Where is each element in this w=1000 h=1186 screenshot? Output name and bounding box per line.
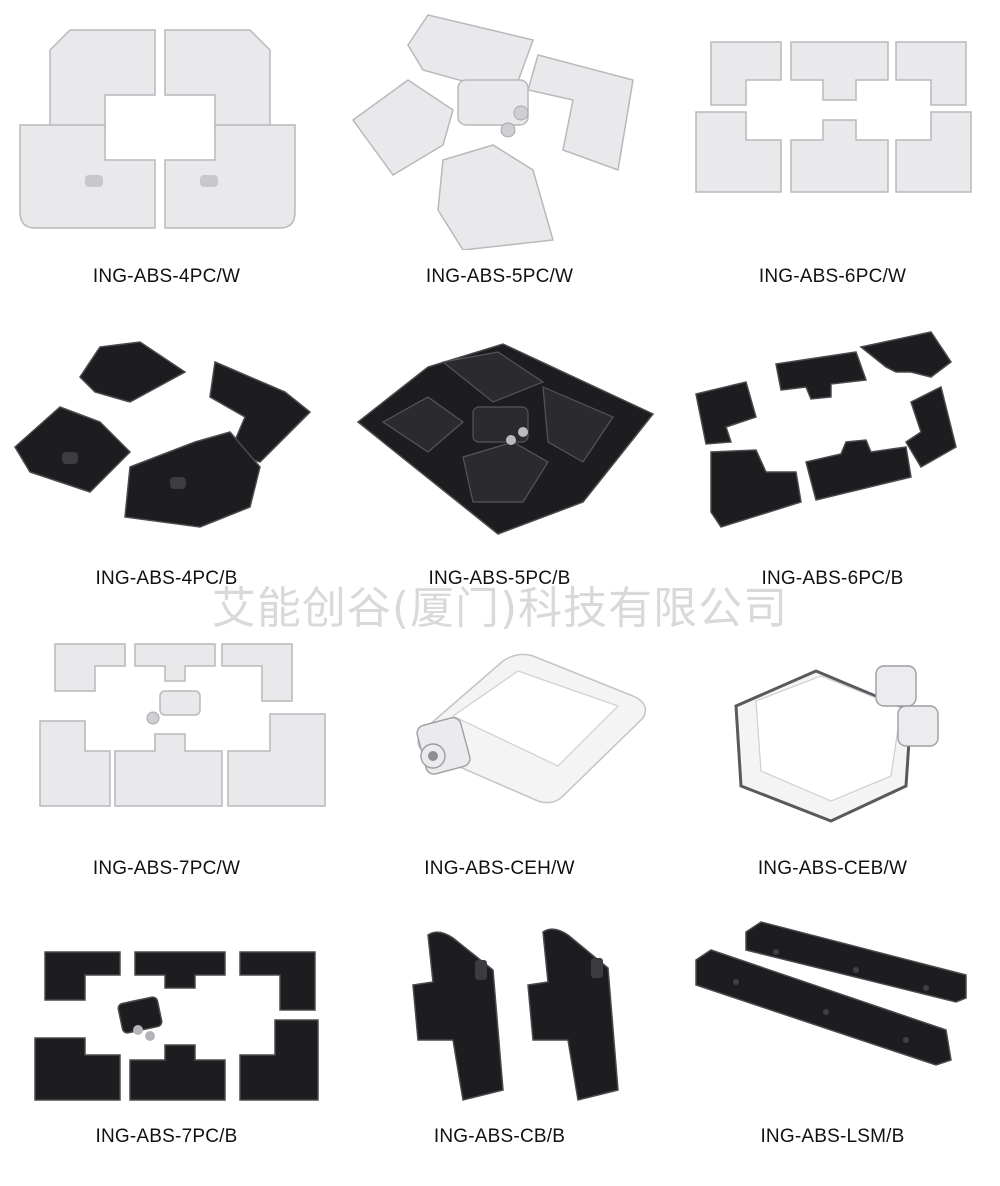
product-card: ING-ABS-5PC/B — [333, 302, 666, 598]
product-card: ING-ABS-4PC/W — [0, 0, 333, 296]
product-card: ING-ABS-6PC/W — [666, 0, 999, 296]
product-code: ING-ABS-CB/B — [433, 1126, 566, 1147]
product-card: ING-ABS-LSM/B — [666, 890, 999, 1186]
product-code: ING-ABS-5PC/B — [428, 568, 571, 589]
product-image-lsm-black — [666, 890, 999, 1140]
product-card: ING-ABS-6PC/B — [666, 302, 999, 598]
product-image-cb-black — [333, 890, 666, 1140]
product-image-4pc-white — [0, 0, 333, 250]
product-code: ING-ABS-7PC/B — [95, 1126, 238, 1147]
product-code: ING-ABS-4PC/B — [95, 568, 238, 589]
product-image-5pc-white — [333, 0, 666, 250]
product-image-7pc-black — [0, 890, 333, 1140]
product-card: ING-ABS-CEH/W — [333, 596, 666, 892]
product-card: ING-ABS-CEB/W — [666, 596, 999, 892]
product-code: ING-ABS-6PC/B — [761, 568, 904, 589]
product-card: ING-ABS-7PC/B — [0, 890, 333, 1186]
product-image-6pc-white — [666, 0, 999, 250]
product-code: ING-ABS-4PC/W — [92, 266, 241, 287]
product-card: ING-ABS-CB/B — [333, 890, 666, 1186]
product-image-ceh-white — [333, 596, 666, 846]
product-image-ceb-white — [666, 596, 999, 846]
product-card: ING-ABS-4PC/B — [0, 302, 333, 598]
product-image-4pc-black — [0, 302, 333, 552]
product-image-6pc-black — [666, 302, 999, 552]
product-card: ING-ABS-7PC/W — [0, 596, 333, 892]
product-card: ING-ABS-5PC/W — [333, 0, 666, 296]
product-code: ING-ABS-CEH/W — [424, 858, 575, 879]
product-code: ING-ABS-CEB/W — [757, 858, 908, 879]
product-code: ING-ABS-LSM/B — [760, 1126, 905, 1147]
product-image-5pc-black — [333, 302, 666, 552]
product-code: ING-ABS-5PC/W — [425, 266, 574, 287]
product-image-7pc-white — [0, 596, 333, 846]
product-code: ING-ABS-6PC/W — [758, 266, 907, 287]
product-code: ING-ABS-7PC/W — [92, 858, 241, 879]
